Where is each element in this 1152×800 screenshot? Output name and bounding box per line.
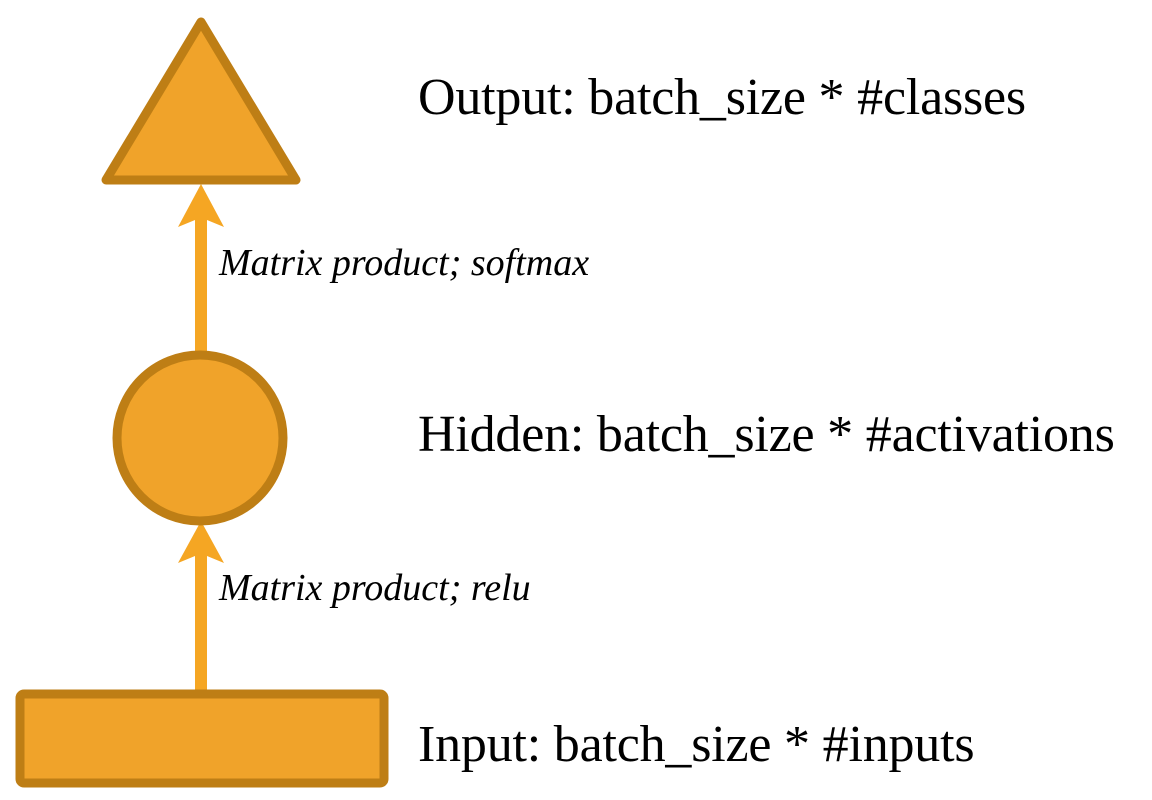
- node-input-label: Input: batch_size * #inputs: [418, 716, 975, 773]
- edge-hidden-to-output-label: Matrix product; softmax: [219, 242, 590, 284]
- node-input-rectangle: [15, 689, 389, 788]
- node-output-triangle: [101, 17, 301, 185]
- node-output-label: Output: batch_size * #classes: [418, 69, 1026, 126]
- arrow-head-hidden-to-output: [178, 184, 224, 227]
- arrow-head-input-to-hidden: [178, 521, 224, 563]
- edge-hidden-to-output-arrow: [178, 184, 224, 355]
- edge-input-to-hidden-label: Matrix product; relu: [219, 567, 531, 609]
- arrow-stem-input-to-hidden: [195, 540, 207, 692]
- edge-input-to-hidden-arrow: [178, 521, 224, 692]
- node-hidden-label: Hidden: batch_size * #activations: [418, 406, 1115, 463]
- node-hidden-circle: [112, 350, 288, 526]
- arrow-stem-hidden-to-output: [195, 205, 207, 355]
